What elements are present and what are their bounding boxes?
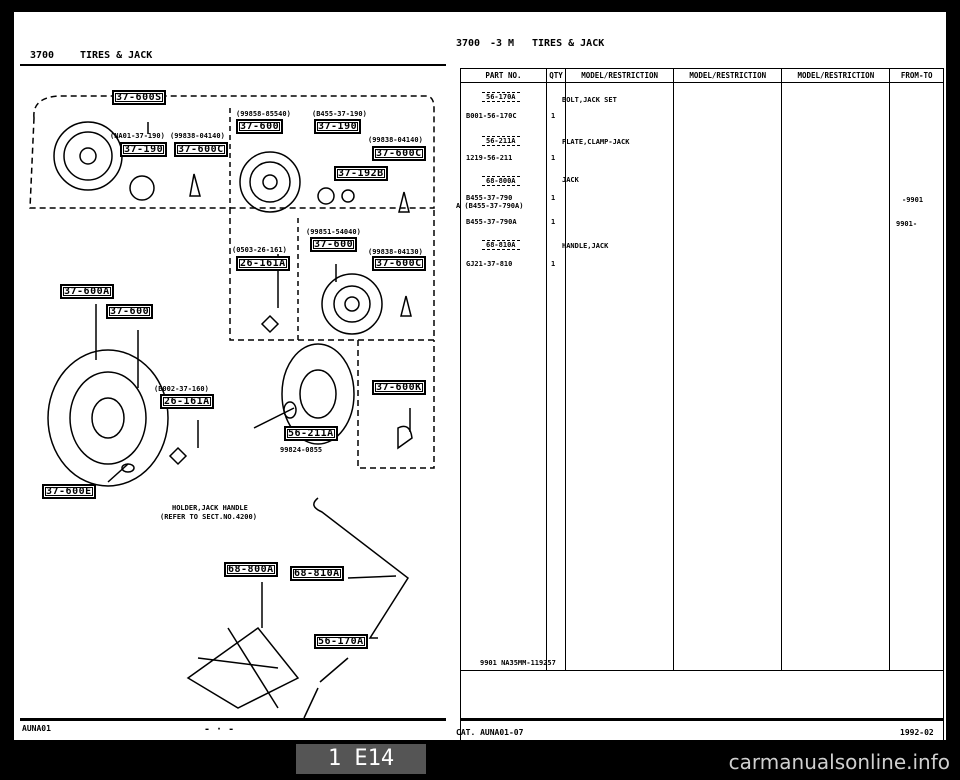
right-footer-rule <box>460 718 944 721</box>
col-model-2: MODEL/RESTRICTION <box>673 68 783 83</box>
description: JACK <box>562 176 579 184</box>
footer-catalog: CAT. AUNA01-07 <box>456 728 524 737</box>
ref-box: 37-190 <box>120 142 168 157</box>
ref-box: 37-600C <box>372 146 426 161</box>
part-number: B455-37-790A <box>466 218 517 226</box>
part-note: (99851-54040) <box>306 228 361 236</box>
col-qty: QTY <box>545 68 567 83</box>
part-note: (B455-37-190) <box>312 110 367 118</box>
part-note: HOLDER,JACK HANDLE <box>172 504 248 512</box>
description: PLATE,CLAMP-JACK <box>562 138 630 146</box>
parts-diagram <box>29 95 435 719</box>
part-alt-number: A (B455-37-790A) <box>456 202 524 210</box>
ref-box: 37-600C <box>174 142 228 157</box>
ref-box: 26-161A <box>160 394 214 409</box>
left-header-rule <box>20 64 446 66</box>
parts-table: PART NO. QTY MODEL/RESTRICTION MODEL/RES… <box>460 68 944 741</box>
ref-box: 26-161A <box>236 256 290 271</box>
right-header-title: TIRES & JACK <box>532 38 605 49</box>
col-from-to: FROM-TO <box>889 68 944 83</box>
ref-box: 37-600K <box>372 380 426 395</box>
table-row: 56-170A <box>482 92 520 102</box>
ref-box: 37-600C <box>372 256 426 271</box>
col-model-3: MODEL/RESTRICTION <box>781 68 891 83</box>
footer-date: 1992-02 <box>900 728 934 737</box>
right-header-code: 3700 <box>456 38 481 49</box>
part-note: (99838-04130) <box>368 248 423 256</box>
left-footer-rule <box>20 718 446 721</box>
quantity: 1 <box>551 194 556 202</box>
part-note: (99838-04140) <box>368 136 423 144</box>
description: BOLT,JACK SET <box>562 96 617 104</box>
footer-left-code: AUNA01 <box>22 724 51 733</box>
ref-box: 37-600S <box>112 90 166 105</box>
page-tab: 1 E14 <box>296 744 426 774</box>
table-row: 56-211A <box>482 136 520 146</box>
col-model-1: MODEL/RESTRICTION <box>565 68 675 83</box>
ref-box: 56-170A <box>314 634 368 649</box>
ref-box: 37-600 <box>106 304 154 319</box>
part-note: (99838-04140) <box>170 132 225 140</box>
table-row: 68-810A <box>482 240 520 250</box>
watermark: carmanualsonline.info <box>728 750 950 774</box>
ref-box: 37-600 <box>236 119 284 134</box>
ref-box: 68-800A <box>224 562 278 577</box>
from-to: -9901 <box>902 196 924 204</box>
left-header-title: TIRES & JACK <box>80 50 153 61</box>
col-part-no: PART NO. <box>460 68 547 83</box>
ref-box: 37-192B <box>334 166 388 181</box>
ref-code: 68-810A <box>482 240 520 250</box>
part-number: GJ21-37-810 <box>466 260 513 268</box>
footer-mid: - · - <box>204 724 235 735</box>
ref-box: 37-600E <box>42 484 96 499</box>
quantity: 1 <box>551 112 556 120</box>
from-to: 9901- <box>896 220 918 228</box>
ref-box: 37-190 <box>314 119 362 134</box>
catalog-page: 3700 TIRES & JACK 3700 -3 M TIRES & JACK <box>14 12 946 741</box>
ref-code: 56-211A <box>482 136 520 146</box>
part-number: 1219-56-211 <box>466 154 513 162</box>
part-note: (NA01-37-190) <box>110 132 165 140</box>
ref-box: 37-600 <box>310 237 358 252</box>
part-note: (REFER TO SECT.NO.4200) <box>160 513 257 521</box>
quantity: 1 <box>551 260 556 268</box>
ref-code: 68-800A <box>482 176 520 186</box>
ref-box: 56-211A <box>284 426 338 441</box>
quantity: 1 <box>551 154 556 162</box>
ref-box: 68-810A <box>290 566 344 581</box>
left-header-code: 3700 <box>30 50 55 61</box>
part-number: B001-56-170C <box>466 112 517 120</box>
description: HANDLE,JACK <box>562 242 609 250</box>
quantity: 1 <box>551 218 556 226</box>
right-header-suffix: -3 M <box>490 38 515 49</box>
footnote: 9901 NA35MM-119257 <box>480 659 556 667</box>
table-row: 68-800A <box>482 176 520 186</box>
part-note: (99858-85540) <box>236 110 291 118</box>
part-number: B455-37-790 <box>466 194 513 202</box>
part-note: (0503-26-161) <box>232 246 287 254</box>
part-note: 99824-0855 <box>280 446 323 454</box>
ref-box: 37-600A <box>60 284 114 299</box>
ref-code: 56-170A <box>482 92 520 102</box>
part-note: (B002-37-160) <box>154 385 209 393</box>
